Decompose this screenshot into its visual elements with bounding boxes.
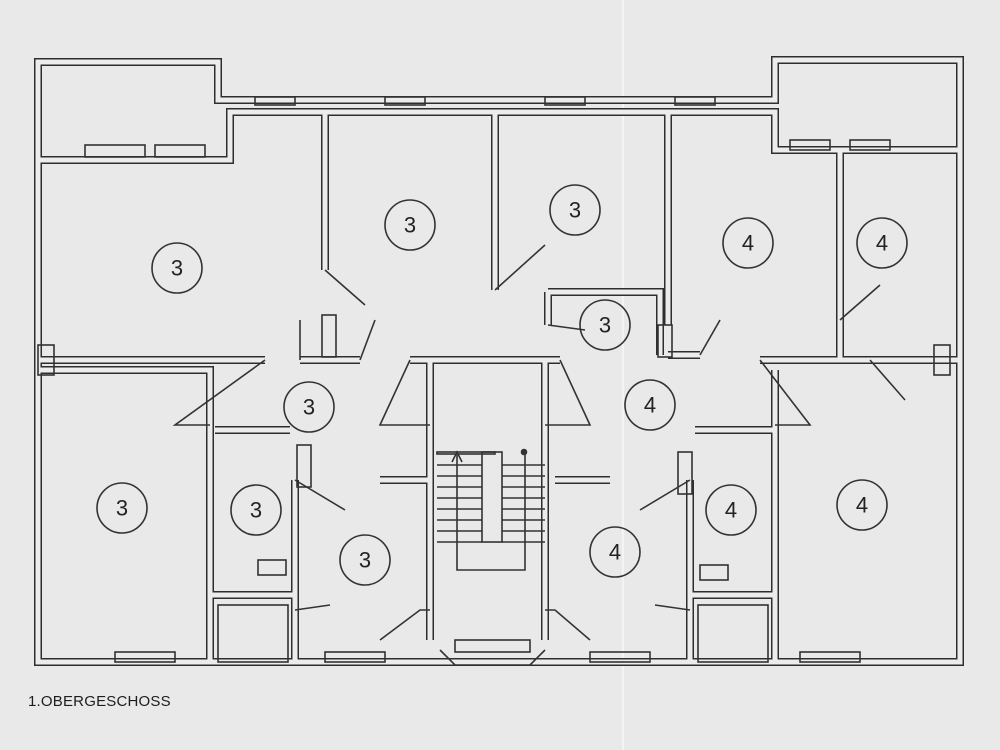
room-label: 4 (589, 526, 641, 578)
room-circle (549, 184, 601, 236)
room-label: 3 (151, 242, 203, 294)
room-label: 3 (230, 484, 282, 536)
room-circle (151, 242, 203, 294)
walls (34, 56, 964, 666)
room-number: 4 (742, 231, 754, 256)
room-circle (230, 484, 282, 536)
floor-title: 1.OBERGESCHOSS (28, 693, 171, 710)
room-number: 4 (856, 493, 868, 518)
staircase (436, 448, 545, 571)
room-label: 3 (283, 381, 335, 433)
room-number: 4 (876, 231, 888, 256)
room-circle (836, 479, 888, 531)
room-label: 3 (384, 199, 436, 251)
room-number: 4 (725, 498, 737, 523)
room-number: 3 (569, 198, 581, 223)
room-label: 3 (549, 184, 601, 236)
room-number: 3 (359, 548, 371, 573)
room-number: 3 (250, 498, 262, 523)
room-circle (856, 217, 908, 269)
room-label: 4 (722, 217, 774, 269)
room-number: 3 (116, 496, 128, 521)
room-label: 3 (96, 482, 148, 534)
room-label: 4 (836, 479, 888, 531)
room-label: 4 (705, 484, 757, 536)
room-number: 4 (609, 540, 621, 565)
room-number: 3 (404, 213, 416, 238)
room-label: 4 (856, 217, 908, 269)
room-circle (339, 534, 391, 586)
room-number: 3 (599, 313, 611, 338)
room-number: 3 (171, 256, 183, 281)
room-circle (96, 482, 148, 534)
room-circle (722, 217, 774, 269)
room-circle (705, 484, 757, 536)
room-circle (579, 299, 631, 351)
room-circle (624, 379, 676, 431)
room-circle (384, 199, 436, 251)
room-label: 3 (579, 299, 631, 351)
window-marks (37, 96, 951, 663)
paper-fold (622, 0, 624, 750)
room-number: 4 (644, 393, 656, 418)
room-number: 3 (303, 395, 315, 420)
room-label: 4 (624, 379, 676, 431)
room-label: 3 (339, 534, 391, 586)
room-circle (283, 381, 335, 433)
door-swings (172, 244, 906, 666)
room-circle (589, 526, 641, 578)
